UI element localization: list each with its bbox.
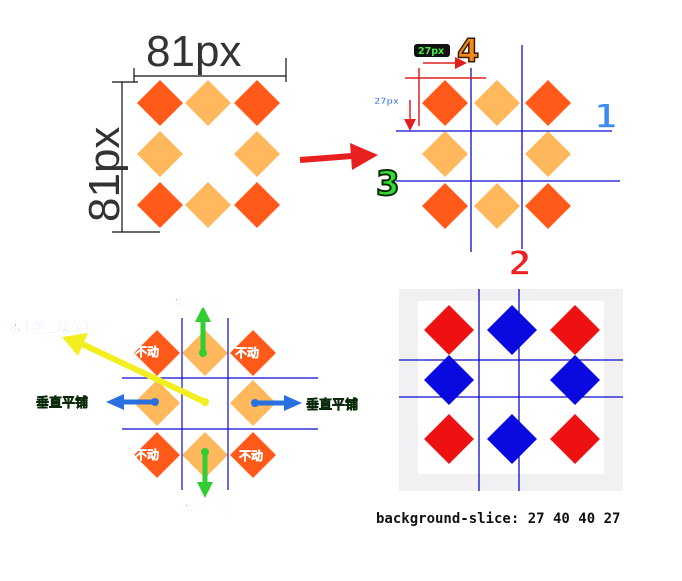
diamond-tile [137, 182, 183, 228]
diamond-tile [234, 131, 280, 177]
diamond-tile [422, 80, 468, 126]
diamond-tile [487, 414, 537, 464]
offset-indicators [404, 57, 486, 131]
tile-grid-original [137, 80, 280, 228]
diamond-tile [474, 80, 520, 126]
corner-label-top-right: 不动 [235, 346, 259, 360]
diamond-tile [185, 80, 231, 126]
diamond-tile [134, 432, 180, 478]
background-slice-caption: background-slice: 27 40 40 27 [376, 511, 621, 527]
corner-label-bottom-right: 不动 [239, 449, 263, 463]
arrow-right-icon [251, 395, 302, 411]
marker-3: 3 [376, 164, 400, 204]
arrow-diagonal-icon [62, 333, 209, 406]
diamond-tile [525, 80, 571, 126]
diamond-tile [424, 355, 474, 405]
diamond-tile [550, 355, 600, 405]
right-tiling-label: 垂直平铺 [306, 397, 358, 413]
marker-4: 4 [457, 32, 479, 70]
dimension-lines [112, 58, 287, 233]
tile-grid-sliced [422, 80, 571, 229]
arrow-left-icon [106, 394, 159, 410]
left-offset-label: 27px [374, 97, 399, 107]
panel-1-original-image: 81px 81px [80, 27, 287, 233]
corner-label-top-left: 不动 [135, 345, 159, 359]
diamond-tile [234, 182, 280, 228]
diamond-tile [474, 183, 520, 229]
panel-3-tiling-modes: 水平平铺 水平平铺 垂直平铺 垂直平铺 水平垂直双向平铺 不动 不动 不动 不动 [9, 294, 359, 517]
diamond-tile [137, 80, 183, 126]
arrow-up-icon [195, 306, 211, 357]
marker-1: 1 [594, 97, 618, 137]
height-dimension-label: 81px [80, 127, 129, 222]
left-tiling-label: 垂直平铺 [36, 395, 88, 411]
diamond-tile [525, 183, 571, 229]
diamond-tile [525, 131, 571, 177]
center-tiling-label: 水平垂直双向平铺 [9, 319, 105, 334]
diamond-tile [422, 131, 468, 177]
marker-2: 2 [508, 244, 532, 284]
diamond-tile [134, 330, 180, 376]
diamond-tile [422, 183, 468, 229]
diamond-tile [424, 414, 474, 464]
diamond-tile [234, 80, 280, 126]
diamond-tile [487, 305, 537, 355]
tile-grid-colored [424, 305, 600, 464]
arrow-right-icon [299, 143, 378, 170]
diamond-tile [230, 330, 276, 376]
diamond-tile [550, 414, 600, 464]
slice-lines [399, 289, 623, 491]
panel-4-recolored-result [399, 289, 623, 491]
diamond-tile [137, 131, 183, 177]
corner-label-bottom-left: 不动 [135, 448, 159, 462]
width-dimension-label: 81px [146, 27, 241, 76]
panel-2-slice-lines: 27px 27px 4 1 3 2 [374, 31, 620, 285]
slice-lines [396, 45, 620, 252]
diamond-tile [424, 305, 474, 355]
arrow-down-icon [197, 448, 213, 498]
diamond-tile [230, 432, 276, 478]
top-tiling-label: 水平平铺 [170, 294, 222, 310]
bottom-tiling-label: 水平平铺 [180, 500, 232, 516]
diamond-tile [550, 305, 600, 355]
diamond-tile [185, 182, 231, 228]
top-offset-label: 27px [418, 46, 444, 57]
